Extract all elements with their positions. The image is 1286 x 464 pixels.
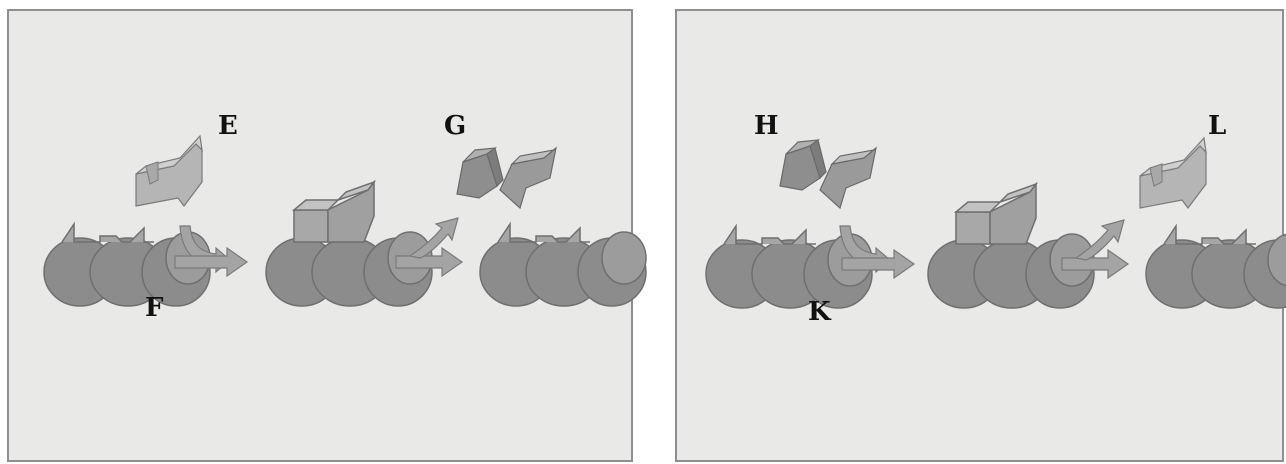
substrate-e-shape	[136, 136, 202, 206]
enzyme-substrate-complex-right	[928, 184, 1094, 308]
label-g: G	[444, 111, 466, 141]
label-e: E	[218, 111, 238, 141]
label-l: L	[1208, 111, 1226, 141]
substrate-h-wedge	[820, 148, 876, 208]
enzyme-free-right	[1146, 226, 1286, 308]
enzyme-substrate-complex-left	[266, 182, 432, 306]
enzyme-free-left	[480, 224, 646, 306]
substrate-h-cube	[780, 140, 826, 190]
product-l-wedge	[1140, 138, 1206, 208]
label-f: F	[145, 293, 164, 323]
product-g-cube	[457, 148, 503, 198]
label-k: K	[808, 297, 832, 327]
product-g-wedge	[500, 148, 556, 208]
label-h: H	[754, 111, 779, 141]
